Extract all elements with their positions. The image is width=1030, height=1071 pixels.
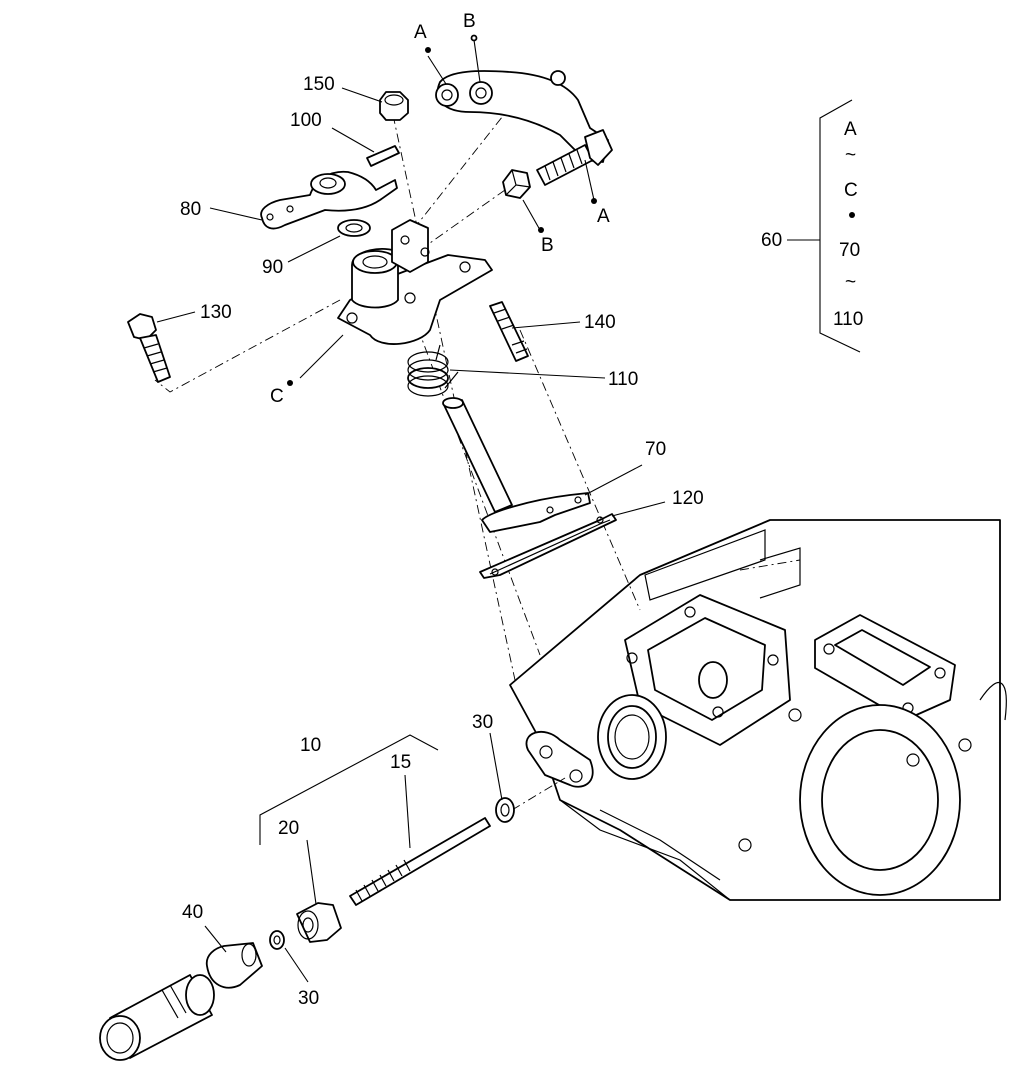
label-100: 100 [290, 110, 322, 131]
part-labels: 150 100 80 90 130 140 110 70 120 10 15 2… [180, 74, 782, 1009]
label-30-lower: 30 [298, 988, 319, 1009]
label-70: 70 [645, 439, 666, 460]
label-15: 15 [390, 752, 411, 773]
ref-c-left: C [270, 386, 284, 407]
bolt-a [536, 129, 613, 186]
group-60-c: C [844, 180, 858, 201]
part-100-pin [366, 145, 400, 167]
label-80: 80 [180, 199, 201, 220]
label-60: 60 [761, 230, 782, 251]
part-150-nut [379, 91, 409, 121]
part-80-lever [260, 170, 398, 230]
group-60-tilde-1: ~ [845, 145, 856, 166]
label-90: 90 [262, 257, 283, 278]
part-70-shaft [442, 397, 591, 533]
reference-letters: A B A B C [270, 11, 610, 407]
ref-b-top: B [463, 11, 476, 32]
label-40: 40 [182, 902, 203, 923]
group-60-list: A ~ C 70 ~ 110 [833, 119, 863, 330]
label-120: 120 [672, 488, 704, 509]
part-15-rod [349, 817, 491, 906]
engine-block [509, 519, 1007, 901]
label-110: 110 [608, 369, 638, 390]
reference-dots [287, 34, 855, 386]
governor-housing [337, 219, 493, 345]
nut-b [502, 169, 531, 199]
part-40-cap [205, 942, 263, 989]
label-10: 10 [300, 735, 321, 756]
leader-lines [156, 39, 861, 983]
part-30-washer-lower [269, 930, 285, 950]
part-30-washer-upper [495, 797, 515, 823]
label-140: 140 [584, 312, 616, 333]
cylinder-sleeve [99, 974, 215, 1061]
part-20-nut [296, 902, 342, 943]
part-130-bolt [127, 313, 171, 383]
part-90-washer [337, 219, 371, 237]
ref-a-right: A [597, 206, 610, 227]
label-20: 20 [278, 818, 299, 839]
label-150: 150 [303, 74, 335, 95]
part-140-stud [489, 301, 529, 362]
part-120-gasket [479, 513, 617, 579]
ref-a-top: A [414, 22, 427, 43]
label-130: 130 [200, 302, 232, 323]
group-60-110: 110 [833, 309, 863, 330]
ref-b-right: B [541, 235, 554, 256]
group-60-a: A [844, 119, 857, 140]
part-110-spring [407, 344, 459, 397]
group-60-tilde-2: ~ [845, 272, 856, 293]
label-30-upper: 30 [472, 712, 493, 733]
group-60-70: 70 [839, 240, 860, 261]
